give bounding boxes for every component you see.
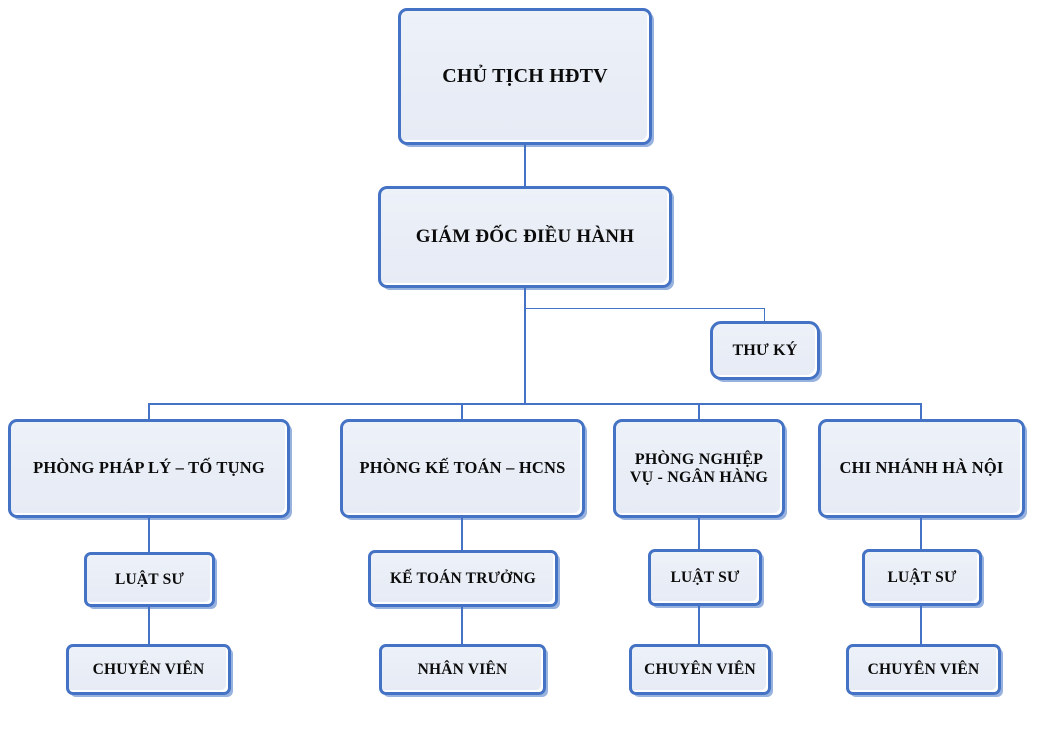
connector-dept-accounting-to-chief-accountant — [461, 517, 463, 553]
connector-dept-banking-to-lawyer — [698, 517, 700, 553]
node-accounting-staff[interactable]: NHÂN VIÊN — [379, 644, 546, 695]
connector-banking-lawyer-to-specialist — [698, 606, 700, 645]
node-hanoi-lawyer[interactable]: LUẬT SƯ — [862, 549, 982, 606]
node-hanoi-lawyer-label: LUẬT SƯ — [887, 568, 957, 586]
connector-hanoi-lawyer-to-specialist — [920, 606, 922, 645]
connector-chief-accountant-to-staff — [461, 606, 463, 645]
connector-ceo-to-secretary-vertical — [764, 308, 765, 322]
connector-chairman-to-ceo — [524, 145, 526, 187]
node-dept-banking-label: PHÒNG NGHIỆP VỤ - NGÂN HÀNG — [629, 450, 769, 486]
connector-ceo-to-secretary-horizontal — [524, 308, 765, 309]
node-dept-legal-label: PHÒNG PHÁP LÝ – TỐ TỤNG — [33, 458, 265, 478]
node-banking-lawyer[interactable]: LUẬT SƯ — [648, 549, 762, 606]
node-ceo[interactable]: GIÁM ĐỐC ĐIỀU HÀNH — [378, 186, 672, 288]
node-hanoi-specialist[interactable]: CHUYÊN VIÊN — [846, 644, 1001, 695]
connector-bus-to-branch-hanoi — [920, 403, 922, 420]
connector-bus-to-dept-legal — [148, 403, 150, 420]
node-chief-accountant-label: KẾ TOÁN TRƯỞNG — [389, 569, 537, 587]
node-secretary-label: THƯ KÝ — [732, 341, 798, 359]
node-ceo-label: GIÁM ĐỐC ĐIỀU HÀNH — [415, 226, 635, 248]
connector-branch-hanoi-to-lawyer — [920, 517, 922, 553]
node-dept-accounting-label: PHÒNG KẾ TOÁN – HCNS — [359, 458, 566, 478]
node-dept-accounting[interactable]: PHÒNG KẾ TOÁN – HCNS — [340, 419, 585, 518]
node-accounting-staff-label: NHÂN VIÊN — [417, 660, 508, 678]
node-legal-lawyer[interactable]: LUẬT SƯ — [84, 552, 215, 607]
node-legal-lawyer-label: LUẬT SƯ — [114, 570, 185, 588]
node-banking-lawyer-label: LUẬT SƯ — [670, 568, 740, 586]
node-dept-banking[interactable]: PHÒNG NGHIỆP VỤ - NGÂN HÀNG — [613, 419, 785, 518]
node-chief-accountant[interactable]: KẾ TOÁN TRƯỞNG — [368, 550, 558, 607]
connector-bus-to-dept-banking — [698, 403, 700, 420]
node-legal-specialist[interactable]: CHUYÊN VIÊN — [66, 644, 231, 695]
node-banking-specialist-label: CHUYÊN VIÊN — [644, 660, 756, 678]
node-legal-specialist-label: CHUYÊN VIÊN — [92, 660, 205, 678]
node-dept-legal[interactable]: PHÒNG PHÁP LÝ – TỐ TỤNG — [8, 419, 290, 518]
connector-dept-legal-to-lawyer — [148, 517, 150, 553]
node-chairman[interactable]: CHỦ TỊCH HĐTV — [398, 8, 652, 145]
connector-ceo-trunk — [524, 288, 526, 405]
connector-department-bus — [148, 403, 921, 405]
node-hanoi-specialist-label: CHUYÊN VIÊN — [867, 660, 980, 678]
node-banking-specialist[interactable]: CHUYÊN VIÊN — [629, 644, 771, 695]
node-branch-hanoi[interactable]: CHI NHÁNH HÀ NỘI — [818, 419, 1025, 518]
node-chairman-label: CHỦ TỊCH HĐTV — [442, 65, 608, 88]
connector-bus-to-dept-accounting — [461, 403, 463, 420]
connector-lawyer-to-specialist — [148, 606, 150, 645]
node-secretary[interactable]: THƯ KÝ — [710, 321, 820, 380]
node-branch-hanoi-label: CHI NHÁNH HÀ NỘI — [839, 458, 1004, 478]
